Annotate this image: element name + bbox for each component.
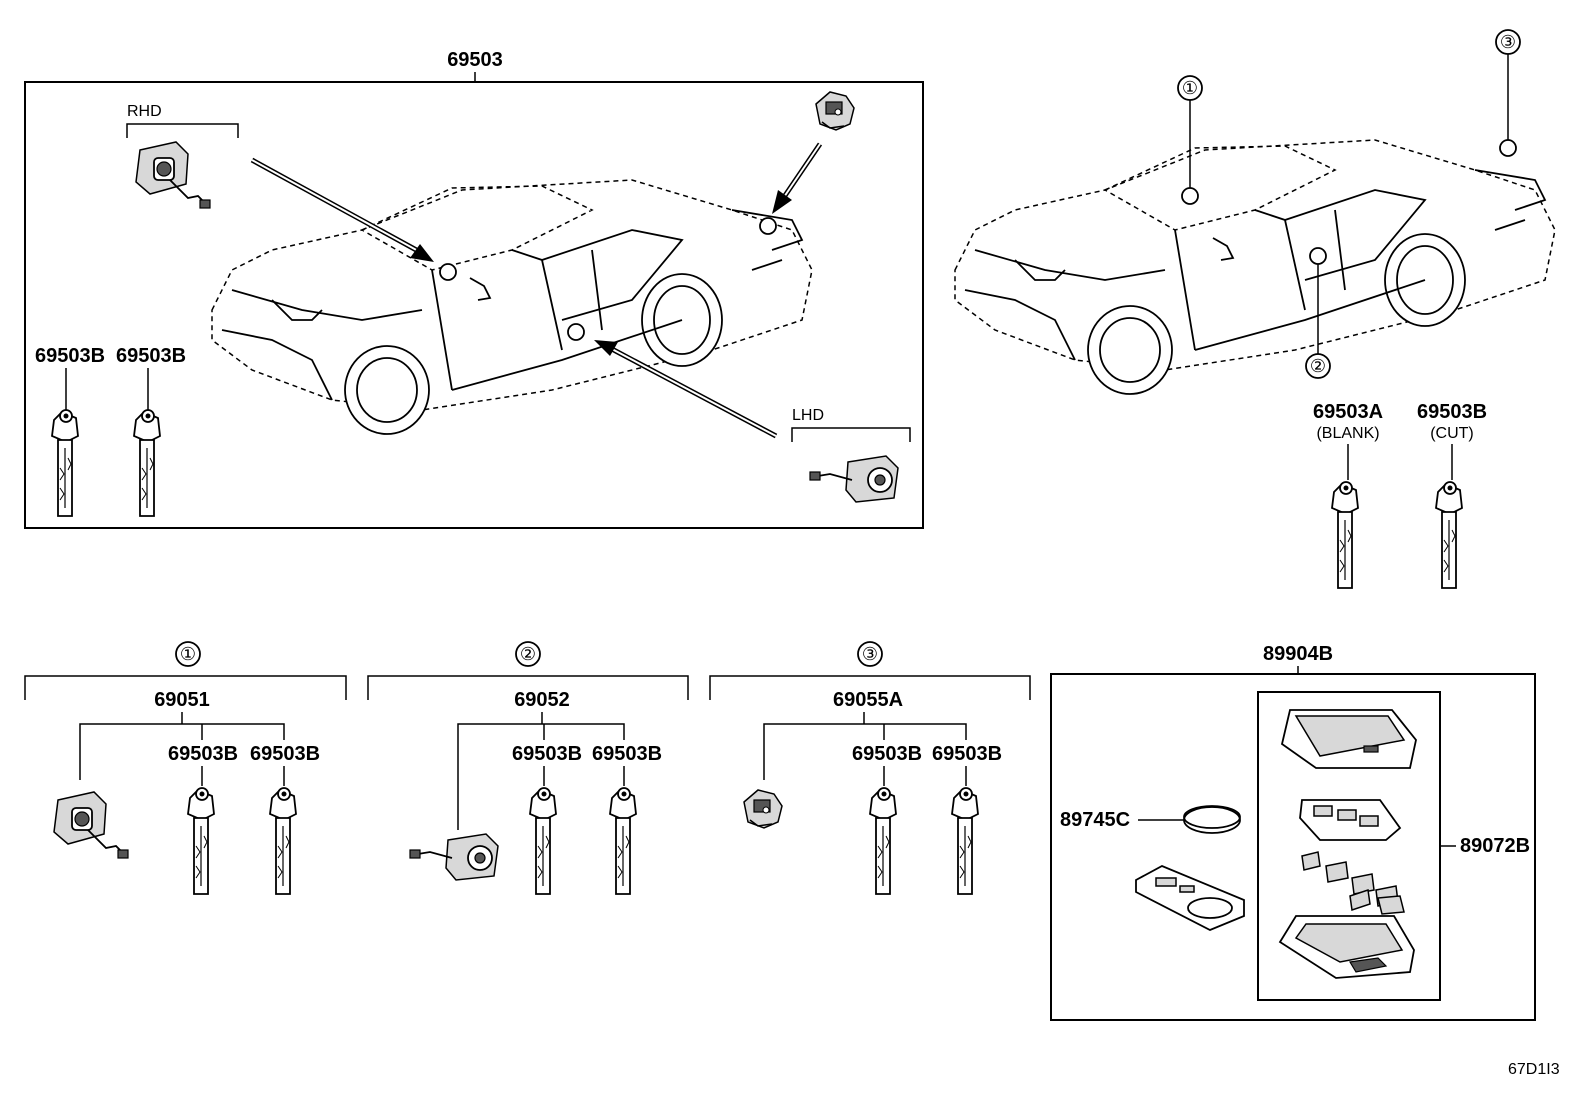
right-key-b-label: 69503B xyxy=(1417,401,1487,423)
fob-inner-tray[interactable] xyxy=(1299,799,1402,841)
right-key-b[interactable] xyxy=(1435,481,1463,589)
callout-2-top xyxy=(1305,353,1331,379)
group-2-bracket xyxy=(367,675,689,700)
main-assembly-frame xyxy=(24,81,924,529)
figure-code: 67D1I3 xyxy=(1508,1061,1560,1078)
fob-buttons[interactable] xyxy=(1301,851,1405,915)
group-1-key-b-label: 69503B xyxy=(250,743,320,765)
group-2-key-a[interactable] xyxy=(529,787,557,895)
group-1-key-b[interactable] xyxy=(269,787,297,895)
group-2: ② 69052 69503B 69503B xyxy=(367,641,689,895)
battery-part-label: 89745C xyxy=(1060,809,1130,831)
callout-3-top-text: ③ xyxy=(1500,32,1516,52)
fob-frame xyxy=(1050,673,1536,1021)
right-key-a[interactable] xyxy=(1331,481,1359,589)
rhd-label: RHD xyxy=(127,103,162,120)
key-left-1[interactable] xyxy=(51,409,79,517)
group-3-key-a[interactable] xyxy=(869,787,897,895)
group-3-key-b[interactable] xyxy=(951,787,979,895)
group-2-key-b-label: 69503B xyxy=(592,743,662,765)
location-marker-trunk xyxy=(759,217,777,235)
group-1-part-label: 69051 xyxy=(154,689,210,711)
main-car-illustration xyxy=(211,179,813,435)
right-key-a-note: (BLANK) xyxy=(1316,425,1379,442)
group-3-part-label: 69055A xyxy=(833,689,903,711)
group-2-key-a-label: 69503B xyxy=(512,743,582,765)
callout-1-top-text: ① xyxy=(1182,78,1198,98)
rhd-bracket xyxy=(126,123,239,138)
main-assembly-group: 69503 RHD LHD xyxy=(24,49,924,529)
group-3-key-a-label: 69503B xyxy=(852,743,922,765)
group-2-lock-cylinder[interactable] xyxy=(409,833,499,881)
fob-bottom-shell[interactable] xyxy=(1278,915,1415,979)
group-2-callout: ② xyxy=(520,644,536,664)
group-1-key-a-label: 69503B xyxy=(168,743,238,765)
arrow-trunk xyxy=(772,142,823,214)
marker-2 xyxy=(1309,247,1327,265)
marker-1 xyxy=(1181,187,1199,205)
case-part-label: 89072B xyxy=(1460,835,1530,857)
coin-battery[interactable] xyxy=(1183,806,1241,834)
lhd-label: LHD xyxy=(792,407,824,424)
key-left-2[interactable] xyxy=(133,409,161,517)
group-1-key-a[interactable] xyxy=(187,787,215,895)
rhd-door-lock-cylinder[interactable] xyxy=(135,141,211,209)
group-1-lock-cylinder[interactable] xyxy=(53,791,129,859)
marker-3 xyxy=(1499,139,1517,157)
right-key-b-note: (CUT) xyxy=(1430,425,1474,442)
group-2-part-label: 69052 xyxy=(514,689,570,711)
group-3-key-b-label: 69503B xyxy=(932,743,1002,765)
fob-part-label: 89904B xyxy=(1263,643,1333,665)
location-car-group: ① ③ ② 69503A (BLANK) 69503B (CUT) xyxy=(954,29,1556,589)
right-key-a-label: 69503A xyxy=(1313,401,1383,423)
group-1-bracket xyxy=(24,675,347,700)
group-1: ① 69051 69503B 69503B xyxy=(24,641,347,895)
key-label-left-1: 69503B xyxy=(35,345,105,367)
location-car-illustration xyxy=(954,139,1556,395)
fob-top-shell[interactable] xyxy=(1280,709,1417,769)
main-part-label: 69503 xyxy=(447,49,503,71)
group-3-callout: ③ xyxy=(862,644,878,664)
key-fob-group: 89904B xyxy=(1050,643,1536,1021)
group-2-key-b[interactable] xyxy=(609,787,637,895)
key-label-left-2: 69503B xyxy=(116,345,186,367)
callout-2-top-text: ② xyxy=(1310,356,1326,376)
lhd-door-lock-cylinder[interactable] xyxy=(809,455,899,503)
lhd-bracket xyxy=(791,427,911,442)
arrow-lhd xyxy=(594,340,778,439)
group-3-lock-cylinder[interactable] xyxy=(743,789,783,829)
group-1-callout: ① xyxy=(180,644,196,664)
location-marker-lhd xyxy=(567,323,585,341)
fob-circuit-board[interactable] xyxy=(1135,865,1245,931)
trunk-lock-cylinder[interactable] xyxy=(815,91,855,131)
location-marker-rhd xyxy=(439,263,457,281)
arrow-rhd xyxy=(250,157,434,262)
group-3: ③ 69055A 69503B 69503B xyxy=(709,641,1031,895)
group-3-bracket xyxy=(709,675,1031,700)
